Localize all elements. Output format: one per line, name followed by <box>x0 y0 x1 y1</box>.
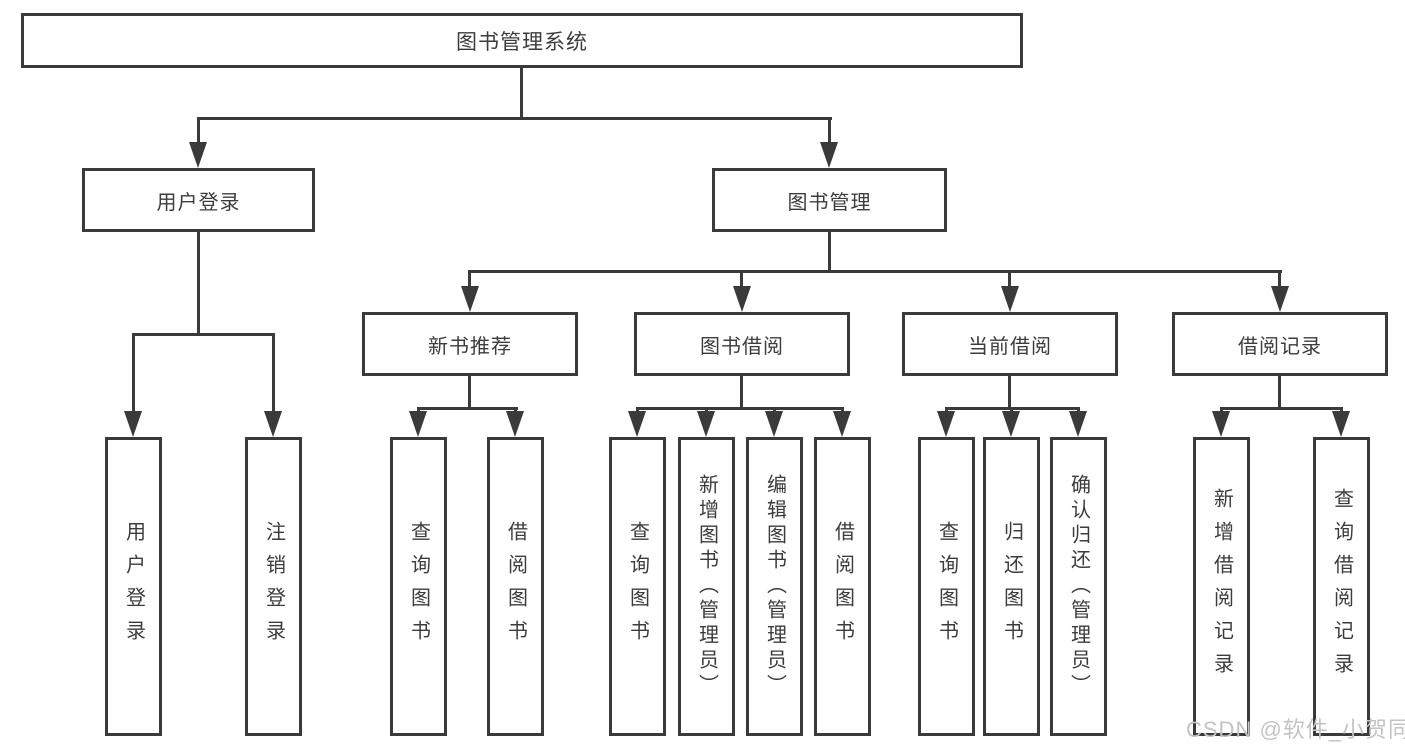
node-query-books-borrowing: 查询图书 <box>609 437 666 736</box>
arrowhead-down-icon <box>1001 286 1019 312</box>
connector-stem <box>828 117 831 142</box>
connector-stem <box>841 407 844 413</box>
node-query-borrow-record: 查询借阅记录 <box>1313 437 1370 736</box>
node-book-management: 图书管理 <box>712 168 947 232</box>
node-label: 查询图书 <box>407 520 430 653</box>
connector-rail <box>417 407 518 410</box>
connector-stem <box>828 232 831 273</box>
connector-stem <box>132 333 135 411</box>
node-label: 注销登录 <box>262 520 285 653</box>
node-label: 查询借阅记录 <box>1330 487 1353 686</box>
connector-stem <box>468 270 471 287</box>
connector-stem <box>705 407 708 413</box>
node-label: 新增图书（管理员） <box>695 474 718 699</box>
node-user-login: 用户登录 <box>105 437 162 736</box>
node-label: 借阅记录 <box>1238 335 1322 358</box>
node-book-borrowing: 图书借阅 <box>634 312 850 376</box>
node-label: 归还图书 <box>1000 520 1023 653</box>
connector-stem <box>1278 270 1281 287</box>
connector-stem <box>1010 407 1013 413</box>
node-new-book-recommendation: 新书推荐 <box>362 312 578 376</box>
arrowhead-down-icon <box>189 142 207 168</box>
connector-stem <box>1008 376 1011 410</box>
arrowhead-down-icon <box>461 286 479 312</box>
connector-stem <box>1008 270 1011 287</box>
connector-stem <box>945 407 948 413</box>
node-edit-books-admin: 编辑图书（管理员） <box>746 437 803 736</box>
node-label: 当前借阅 <box>968 335 1052 358</box>
connector-stem <box>636 407 639 413</box>
node-borrow-books-borrowing: 借阅图书 <box>814 437 871 736</box>
arrowhead-down-icon <box>697 411 715 437</box>
node-add-books-admin: 新增图书（管理员） <box>678 437 735 736</box>
connector-root-stem <box>520 68 523 118</box>
node-library-management-system: 图书管理系统 <box>21 13 1023 68</box>
node-label: 查询图书 <box>626 520 649 653</box>
node-label: 新书推荐 <box>428 335 512 358</box>
arrowhead-down-icon <box>765 411 783 437</box>
arrowhead-down-icon <box>1332 411 1350 437</box>
node-confirm-return-admin: 确认归还（管理员） <box>1050 437 1107 736</box>
node-label: 查询图书 <box>935 520 958 653</box>
connector-stem <box>1340 407 1343 413</box>
connector-stem <box>1077 407 1080 413</box>
arrowhead-down-icon <box>628 411 646 437</box>
csdn-watermark: CSDN @软件_小贺同学 <box>1186 717 1405 742</box>
arrowhead-down-icon <box>833 411 851 437</box>
connector-stem <box>1220 407 1223 413</box>
node-current-borrowing: 当前借阅 <box>902 312 1118 376</box>
arrowhead-down-icon <box>820 142 838 168</box>
connector-stem <box>197 232 200 336</box>
arrowhead-down-icon <box>506 411 524 437</box>
node-logout: 注销登录 <box>245 437 302 736</box>
node-label: 借阅图书 <box>504 520 527 653</box>
connector-stem <box>272 333 275 411</box>
connector-root-rail <box>197 117 832 120</box>
arrowhead-down-icon <box>1069 411 1087 437</box>
connector-stem <box>514 407 517 413</box>
node-add-borrow-record: 新增借阅记录 <box>1193 437 1250 736</box>
connector-stem <box>1278 376 1281 410</box>
node-label: 确认归还（管理员） <box>1067 474 1090 699</box>
connector-rail <box>468 270 1282 273</box>
connector-stem <box>468 376 471 410</box>
node-query-books-recommend: 查询图书 <box>390 437 447 736</box>
node-return-books: 归还图书 <box>983 437 1040 736</box>
node-borrowing-records: 借阅记录 <box>1172 312 1388 376</box>
node-label: 用户登录 <box>156 191 241 214</box>
arrowhead-down-icon <box>264 411 282 437</box>
connector-stem <box>740 376 743 410</box>
node-label: 借阅图书 <box>831 520 854 653</box>
arrowhead-down-icon <box>937 411 955 437</box>
arrowhead-down-icon <box>409 411 427 437</box>
node-label: 新增借阅记录 <box>1210 487 1233 686</box>
arrowhead-down-icon <box>1212 411 1230 437</box>
node-label: 图书借阅 <box>700 335 784 358</box>
node-query-books-current: 查询图书 <box>918 437 975 736</box>
connector-rail <box>636 407 844 410</box>
connector-stem <box>417 407 420 413</box>
connector-stem <box>197 117 200 142</box>
node-label: 用户登录 <box>122 520 145 653</box>
node-label: 编辑图书（管理员） <box>763 474 786 699</box>
arrowhead-down-icon <box>124 411 142 437</box>
arrowhead-down-icon <box>733 286 751 312</box>
connector-stem <box>773 407 776 413</box>
node-label: 图书管理系统 <box>456 30 588 54</box>
connector-rail <box>1220 407 1343 410</box>
connector-stem <box>740 270 743 287</box>
node-borrow-books-recommend: 借阅图书 <box>487 437 544 736</box>
arrowhead-down-icon <box>1002 411 1020 437</box>
connector-rail <box>132 333 275 336</box>
arrowhead-down-icon <box>1271 286 1289 312</box>
node-label: 图书管理 <box>787 191 872 214</box>
node-user-login-group: 用户登录 <box>82 168 315 232</box>
